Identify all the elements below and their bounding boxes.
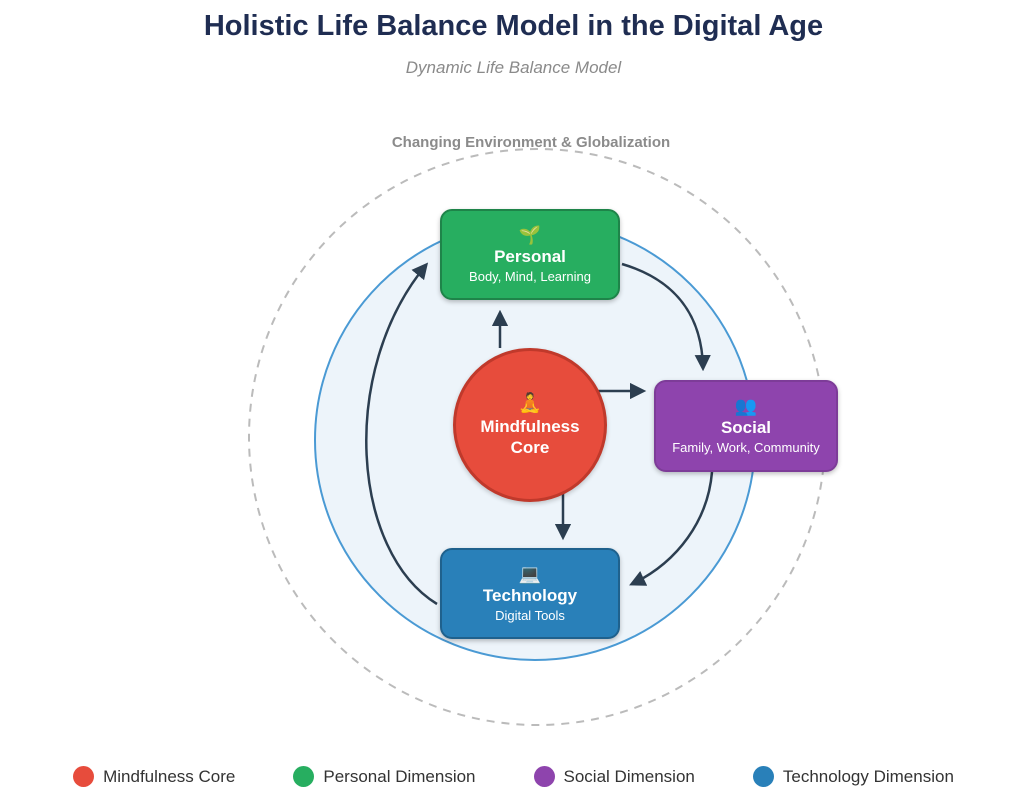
page-subtitle: Dynamic Life Balance Model — [405, 58, 622, 77]
arrow-personal-to-social — [621, 262, 711, 372]
arrow-technology-to-personal — [365, 262, 438, 606]
arrow-social-to-technology — [629, 471, 714, 586]
node-personal-subtitle: Body, Mind, Learning — [469, 268, 591, 284]
legend-item-mindfulness: Mindfulness Core — [73, 766, 235, 787]
legend-dot-technology — [752, 766, 774, 787]
legend-item-personal: Personal Dimension — [293, 766, 476, 787]
environment-label: Changing Environment & Globalization — [391, 134, 671, 151]
legend-label-personal: Personal Dimension — [323, 766, 476, 786]
legend-item-technology: Technology Dimension — [752, 766, 954, 787]
node-social: 👥 Social Family, Work, Community — [654, 380, 838, 472]
node-personal-title: Personal — [494, 246, 566, 266]
page-title: Holistic Life Balance Model in the Digit… — [203, 10, 824, 42]
seedling-icon: 🌱 — [518, 224, 542, 245]
core-title: Mindfulness Core — [480, 417, 580, 457]
laptop-icon: 💻 — [518, 563, 542, 584]
legend: Mindfulness Core Personal Dimension Soci… — [0, 766, 1027, 787]
legend-label-technology: Technology Dimension — [782, 766, 954, 786]
legend-label-mindfulness: Mindfulness Core — [103, 766, 236, 786]
people-icon: 👥 — [734, 396, 758, 416]
legend-dot-personal — [293, 766, 315, 787]
legend-dot-mindfulness — [73, 766, 95, 787]
node-technology-subtitle: Digital Tools — [495, 607, 565, 623]
node-social-title: Social — [720, 418, 772, 437]
node-technology: 💻 Technology Digital Tools — [440, 548, 620, 639]
node-personal: 🌱 Personal Body, Mind, Learning — [440, 209, 620, 300]
legend-dot-social — [533, 766, 555, 787]
meditation-icon: 🧘 — [518, 393, 542, 414]
legend-label-social: Social Dimension — [563, 766, 695, 786]
node-social-subtitle: Family, Work, Community — [672, 440, 820, 455]
node-technology-title: Technology — [482, 585, 578, 605]
legend-item-social: Social Dimension — [533, 766, 695, 787]
node-mindfulness-core: 🧘 Mindfulness Core — [453, 348, 607, 502]
